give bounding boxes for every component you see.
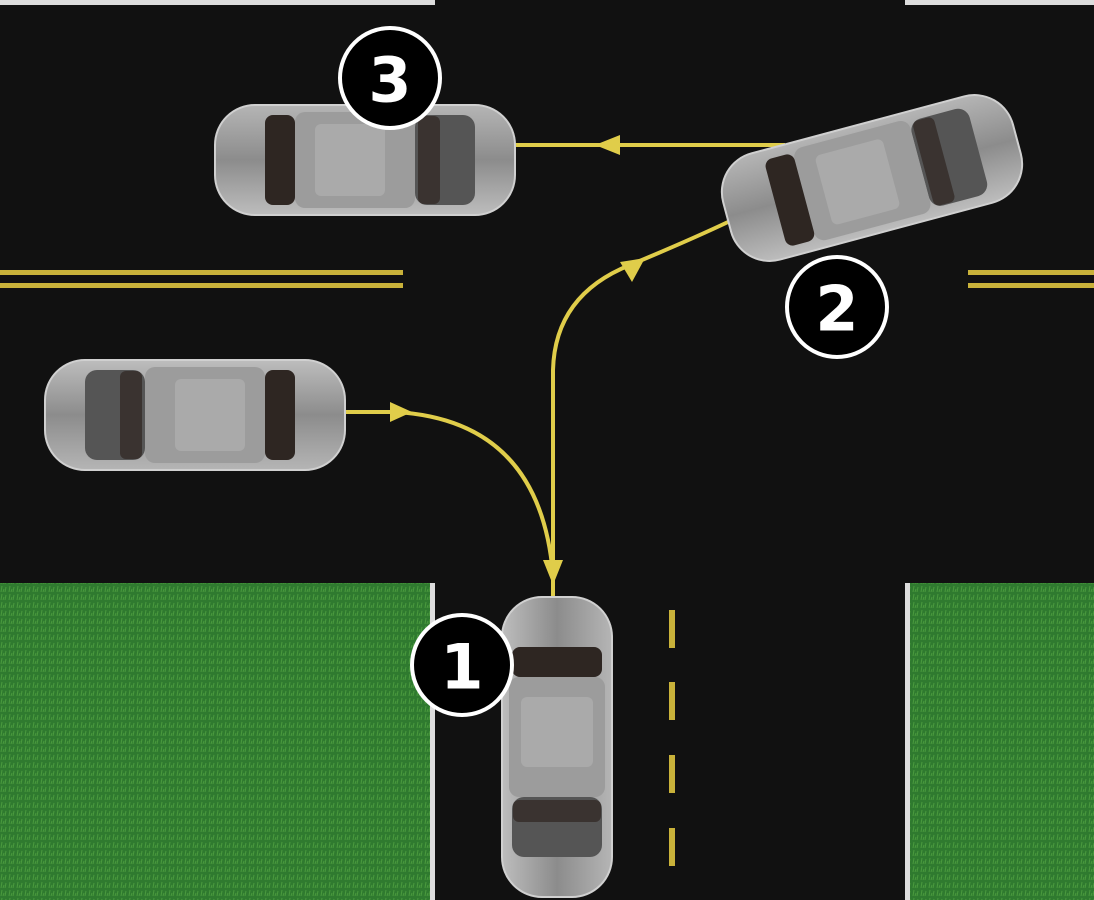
cross-traffic-car <box>44 359 346 471</box>
curb-bottom-right <box>905 583 910 900</box>
center-line-right <box>968 270 1094 288</box>
arrowheads <box>390 135 645 585</box>
arrowhead-turn-icon <box>620 258 645 282</box>
grass-bottom-right <box>910 583 1094 900</box>
badge-3-label: 3 <box>368 44 411 117</box>
arrowhead-down-icon <box>543 560 563 585</box>
center-line-left <box>0 270 403 288</box>
curb-bottom-left <box>430 583 435 900</box>
top-left-curb <box>0 0 435 5</box>
arrowhead-left-icon <box>595 135 620 155</box>
arrowhead-right-icon <box>390 402 412 422</box>
badge-3: 3 <box>338 26 442 130</box>
badge-1-label: 1 <box>440 631 483 704</box>
grass-bottom-left <box>0 583 430 900</box>
badge-2: 2 <box>785 255 889 359</box>
car-position-1 <box>501 596 613 898</box>
crossing-car-path <box>345 410 555 576</box>
top-right-curb <box>905 0 1094 5</box>
badge-1: 1 <box>410 613 514 717</box>
badge-2-label: 2 <box>815 273 858 346</box>
dashed-lane-line <box>669 610 675 866</box>
